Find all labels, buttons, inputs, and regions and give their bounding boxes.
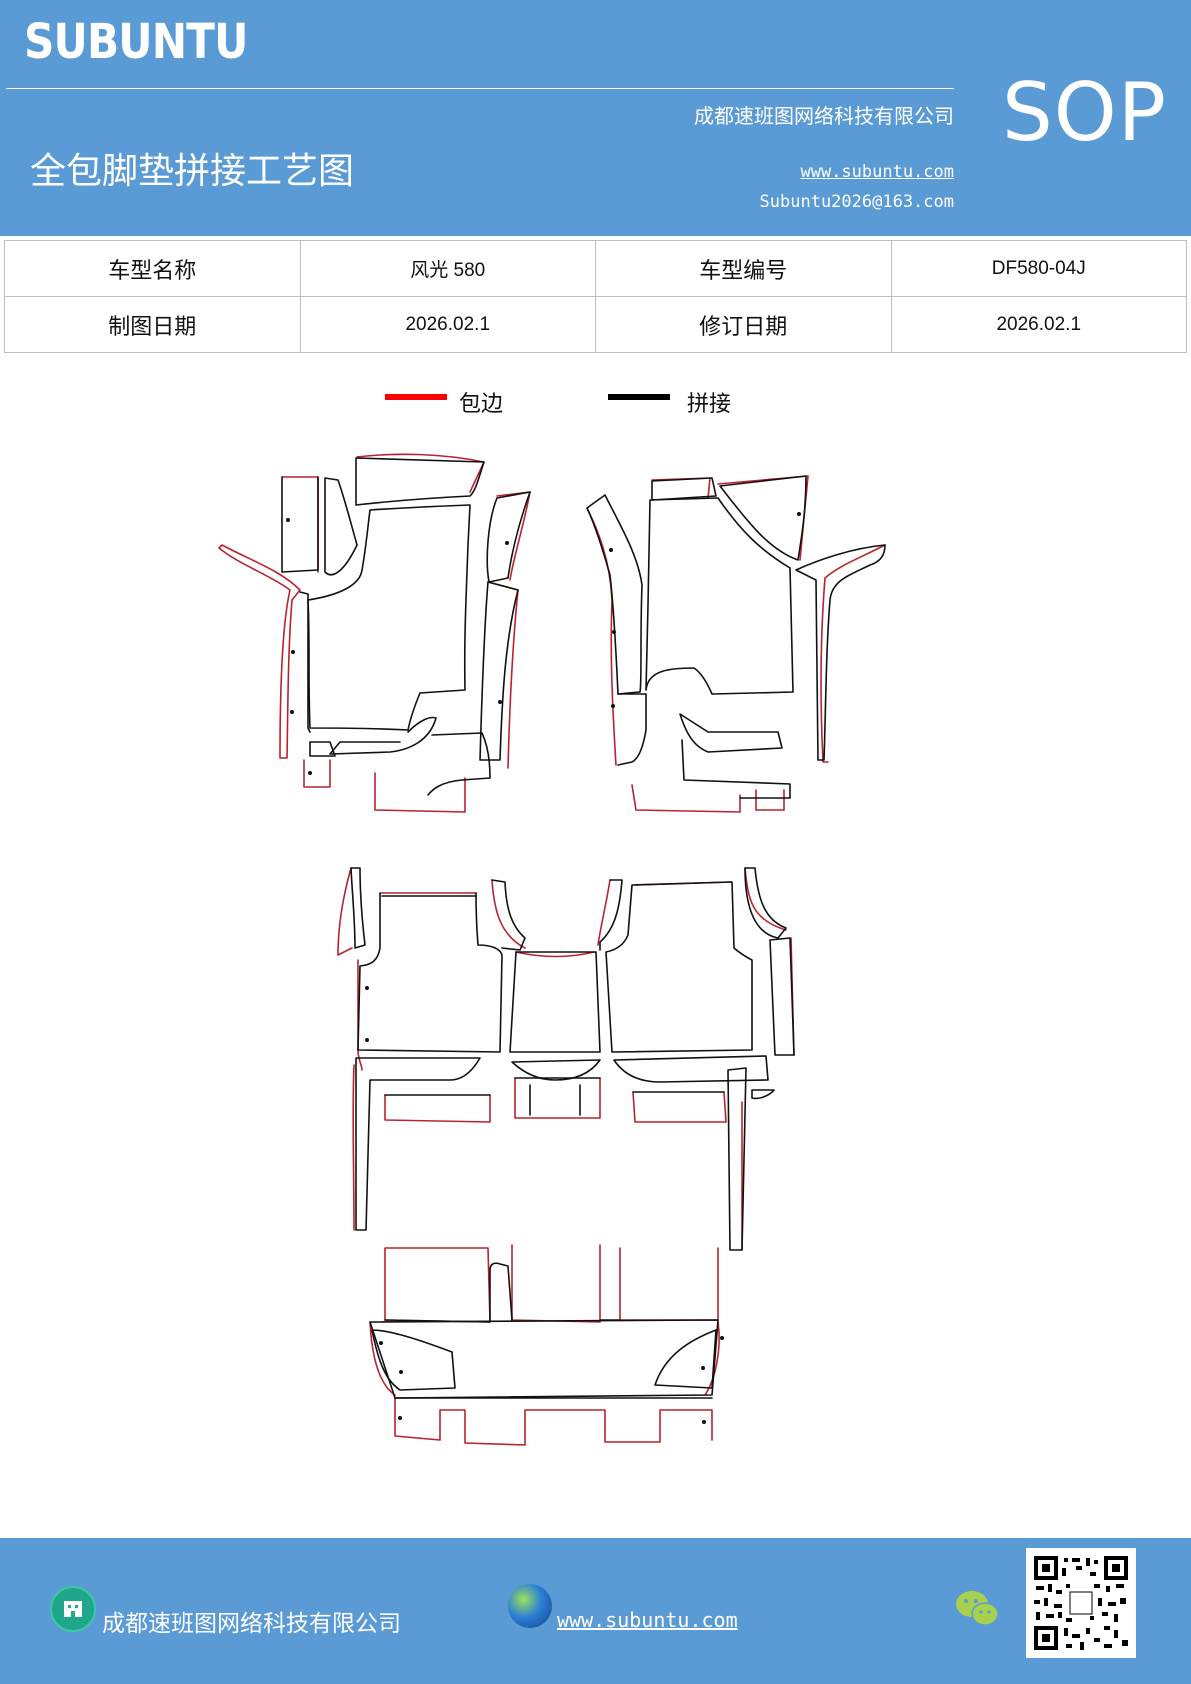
mat-pieces-svg xyxy=(218,453,886,1446)
model-name-label: 车型名称 xyxy=(4,240,301,297)
floor-mat-diagram xyxy=(0,430,1191,1460)
email-address[interactable]: Subuntu2026@163.com xyxy=(759,192,954,212)
company-name: 成都速班图网络科技有限公司 xyxy=(694,104,954,128)
building-icon xyxy=(50,1586,96,1632)
wechat-icon[interactable] xyxy=(954,1588,1002,1630)
page-title: 全包脚垫拼接工艺图 xyxy=(30,151,355,192)
sop-badge: SOP xyxy=(1002,66,1167,159)
table-row: 车型名称 风光 580 车型编号 DF580-04J xyxy=(4,240,1187,297)
header-divider xyxy=(6,88,954,89)
website-link[interactable]: www.subuntu.com xyxy=(800,162,954,182)
vehicle-info-table: 车型名称 风光 580 车型编号 DF580-04J 制图日期 2026.02.… xyxy=(4,240,1187,353)
model-code-label: 车型编号 xyxy=(595,240,892,297)
legend-item-splice: 拼接 xyxy=(608,386,768,420)
model-name-value: 风光 580 xyxy=(299,240,596,297)
header-banner: SUBUNTU 成都速班图网络科技有限公司 全包脚垫拼接工艺图 www.subu… xyxy=(0,0,1191,236)
legend-swatch-black xyxy=(608,394,670,400)
footer-company-name: 成都速班图网络科技有限公司 xyxy=(102,1611,401,1637)
qr-code-icon xyxy=(1026,1548,1136,1658)
brand-logo: SUBUNTU xyxy=(24,14,248,70)
legend-swatch-red xyxy=(385,394,447,400)
globe-icon xyxy=(508,1584,552,1628)
table-row: 制图日期 2026.02.1 修订日期 2026.02.1 xyxy=(4,296,1187,353)
legend-label: 拼接 xyxy=(687,392,732,417)
legend-label: 包边 xyxy=(459,392,504,417)
draw-date-label: 制图日期 xyxy=(4,296,301,353)
black-splice-outlines xyxy=(281,457,886,1399)
footer-banner: 成都速班图网络科技有限公司 www.subuntu.com xyxy=(0,1538,1191,1684)
revise-date-label: 修订日期 xyxy=(595,296,892,353)
model-code-value: DF580-04J xyxy=(890,240,1187,297)
draw-date-value: 2026.02.1 xyxy=(299,296,596,353)
legend-item-binding: 包边 xyxy=(385,386,545,420)
revise-date-value: 2026.02.1 xyxy=(890,296,1187,353)
drill-markers xyxy=(286,512,801,1424)
footer-website-link[interactable]: www.subuntu.com xyxy=(557,1608,738,1632)
red-edge-outlines xyxy=(218,453,886,1446)
